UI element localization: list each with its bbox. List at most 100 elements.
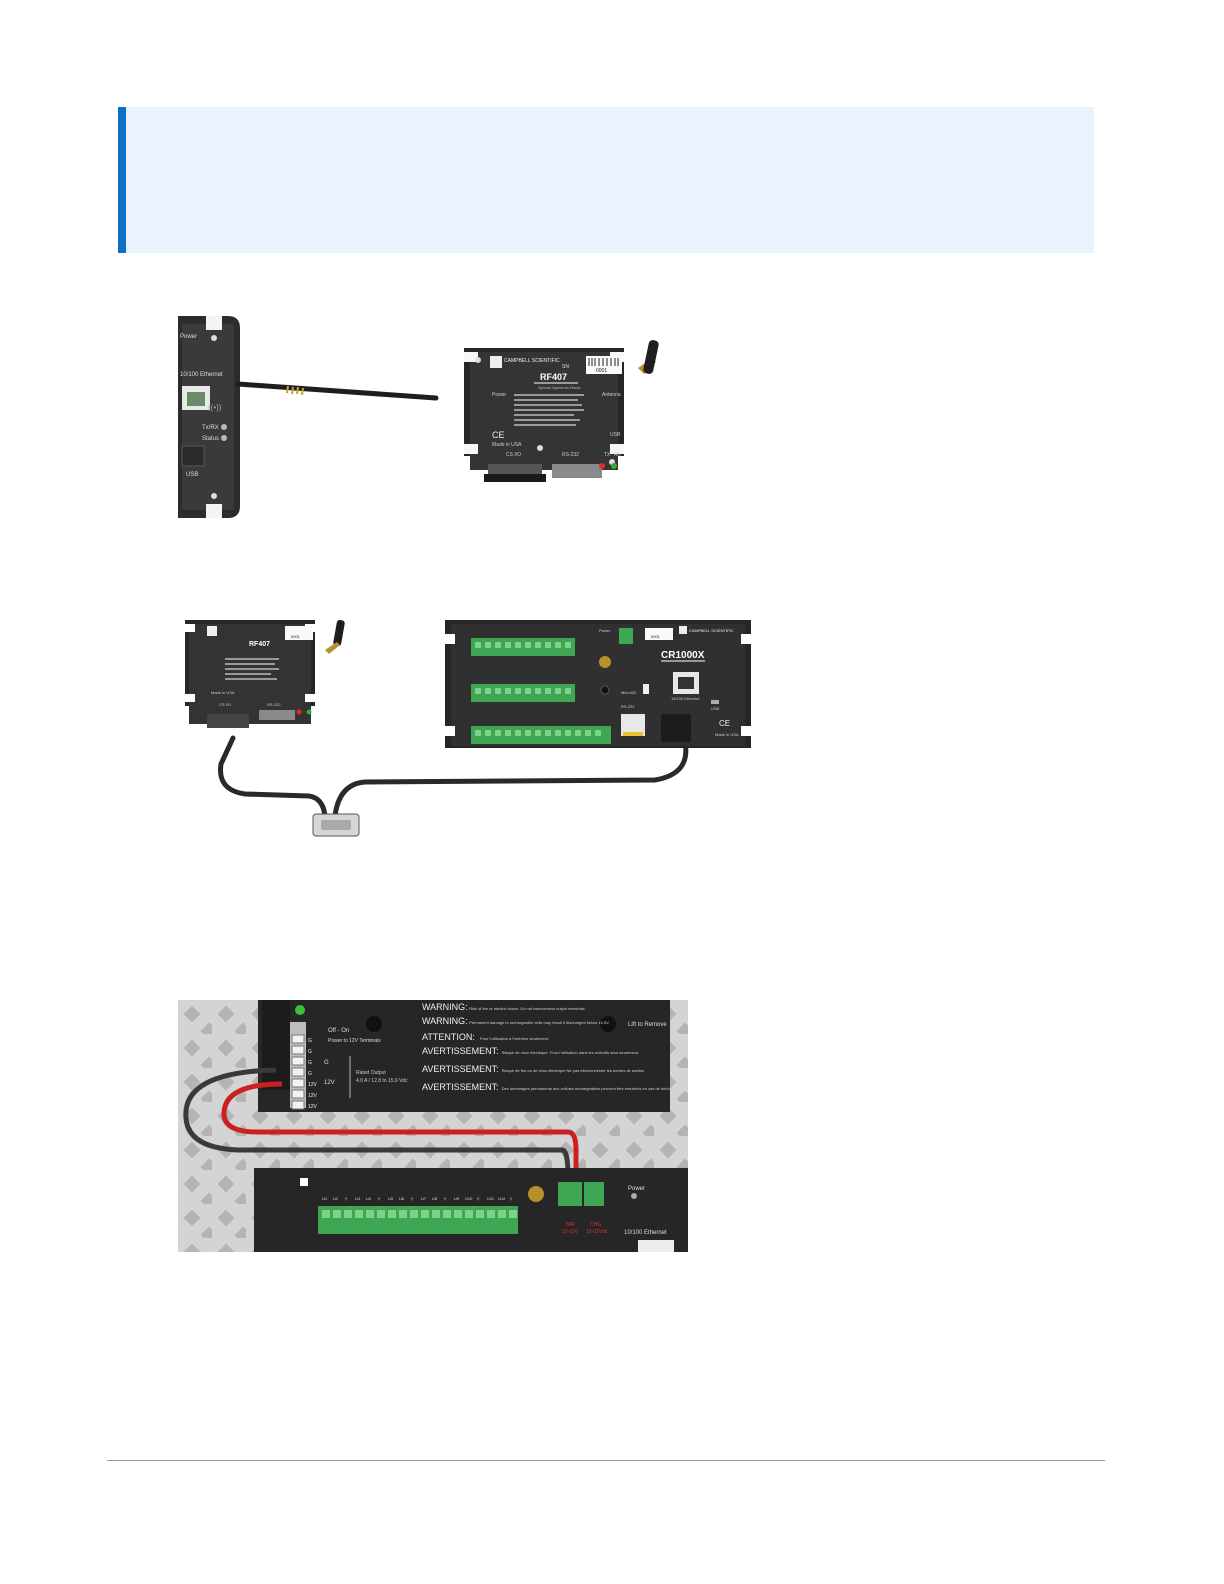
terminal-screw[interactable] bbox=[421, 1210, 429, 1218]
warning-text: Des dommages permanents aux cellules rec… bbox=[502, 1086, 688, 1091]
model-label: RF407 bbox=[249, 641, 270, 648]
y-cable bbox=[218, 735, 689, 819]
chg-voltage: 16-32Vdc bbox=[586, 1229, 608, 1235]
model-label: CR1000X bbox=[661, 650, 705, 661]
charger-terminal-screw[interactable] bbox=[291, 1089, 305, 1099]
terminal-screw[interactable] bbox=[399, 1210, 407, 1218]
terminal-screw[interactable] bbox=[410, 1210, 418, 1218]
charger-unit: Off - On Power to 12V Terminals G 12V Ra… bbox=[258, 1000, 688, 1112]
usb-label: USB bbox=[711, 706, 720, 711]
rs232-port[interactable] bbox=[259, 710, 295, 720]
csio-label: CS I/O bbox=[506, 452, 521, 458]
terminal-block-row-2[interactable] bbox=[471, 684, 575, 702]
terminal-screw[interactable] bbox=[432, 1210, 440, 1218]
terminal-label: ⏚ bbox=[377, 1195, 381, 1201]
ce-mark: CE bbox=[719, 719, 730, 728]
bat-label: BAT bbox=[566, 1222, 575, 1228]
power-label: Power bbox=[599, 628, 611, 633]
terminal-screw[interactable] bbox=[344, 1210, 352, 1218]
charger-terminal-screw[interactable] bbox=[291, 1056, 305, 1066]
figure-rf407-antenna: Power 10/100 Ethernet Tx/RX Status USB (… bbox=[178, 316, 659, 518]
terminal-screw[interactable] bbox=[498, 1210, 506, 1218]
chg-terminal[interactable] bbox=[584, 1182, 604, 1206]
serial-barcode bbox=[645, 628, 673, 640]
charge-led bbox=[295, 1005, 305, 1015]
rs232-label: RS-232 bbox=[621, 704, 635, 709]
usb-label: USB bbox=[610, 432, 621, 438]
terminal-label: ⏚ bbox=[509, 1195, 513, 1201]
terminal-label: U7 bbox=[421, 1196, 427, 1201]
terminal-screw[interactable] bbox=[388, 1210, 396, 1218]
charger-terminal-label: G bbox=[308, 1071, 312, 1077]
rs232-port[interactable] bbox=[621, 714, 645, 736]
serial-number: 0001 bbox=[651, 634, 661, 639]
terminal-label: U4 bbox=[366, 1196, 372, 1201]
charger-terminal-screw[interactable] bbox=[291, 1045, 305, 1055]
charger-terminal-screw[interactable] bbox=[291, 1067, 305, 1077]
warning-text: Risque de choc électrique. Pour l'utilis… bbox=[502, 1050, 640, 1055]
csio-plug[interactable] bbox=[661, 714, 691, 742]
txrx-led bbox=[221, 424, 227, 430]
power-terminal[interactable] bbox=[619, 628, 633, 644]
tx-led bbox=[599, 463, 605, 469]
serial-number: 0001 bbox=[596, 368, 607, 374]
charger-terminal-screw[interactable] bbox=[291, 1100, 305, 1110]
charger-terminal-label: G bbox=[308, 1060, 312, 1066]
terminal-label: U9 bbox=[454, 1196, 460, 1201]
terminal-screw[interactable] bbox=[509, 1210, 517, 1218]
charger-terminal-label: 12V bbox=[308, 1082, 318, 1088]
positive-wire bbox=[221, 1081, 579, 1194]
figure-rf407-cr1000x-cable: 0001 RF407 Made in USA CS I/O RS-232 Po bbox=[185, 619, 751, 837]
warning-heading: WARNING: bbox=[422, 1002, 468, 1012]
terminal-block-row-3[interactable] bbox=[471, 726, 611, 744]
terminal-screw[interactable] bbox=[443, 1210, 451, 1218]
footer-rule bbox=[107, 1460, 1105, 1461]
terminal-label: ⏚ bbox=[410, 1195, 414, 1201]
terminal-screw[interactable] bbox=[476, 1210, 484, 1218]
terminal-screw[interactable] bbox=[322, 1210, 330, 1218]
whip-antenna bbox=[235, 381, 439, 401]
terminal-screw[interactable] bbox=[465, 1210, 473, 1218]
charger-terminal-label: G bbox=[308, 1049, 312, 1055]
usb-label: USB bbox=[186, 472, 198, 478]
chg-label: CHG bbox=[590, 1222, 601, 1228]
power-label: Power bbox=[492, 392, 507, 398]
power-label: Power bbox=[180, 334, 197, 340]
v12-label: 12V bbox=[324, 1080, 335, 1086]
ethernet-label: 10/100 Ethernet bbox=[671, 696, 700, 701]
terminal-screw[interactable] bbox=[487, 1210, 495, 1218]
terminal-label: U3 bbox=[355, 1196, 361, 1201]
ethernet-label: 10/100 Ethernet bbox=[624, 1230, 667, 1236]
bat-terminal[interactable] bbox=[558, 1182, 582, 1206]
terminal-block-row-1[interactable] bbox=[471, 638, 575, 656]
cr1000x-datalogger: Power 0001 CAMPBELL SCIENTIFIC CR1000X M… bbox=[445, 620, 751, 748]
charger-terminal-screw[interactable] bbox=[291, 1034, 305, 1044]
terminal-label: U2 bbox=[333, 1196, 339, 1201]
fastener-left bbox=[366, 1016, 382, 1032]
terminal-screw[interactable] bbox=[377, 1210, 385, 1218]
terminal-screw[interactable] bbox=[366, 1210, 374, 1218]
power-to-label: Power to 12V Terminals bbox=[328, 1038, 381, 1044]
charger-terminal-label: 12V bbox=[308, 1104, 318, 1110]
charger-terminal-screw[interactable] bbox=[291, 1078, 305, 1088]
rs232-port[interactable] bbox=[552, 464, 602, 478]
rf407-radio: CAMPBELL SCIENTIFIC SN 0001 RF407 Spread… bbox=[464, 340, 659, 482]
ethernet-label: 10/100 Ethernet bbox=[180, 372, 223, 378]
g-label: G bbox=[324, 1060, 329, 1066]
terminal-screw[interactable] bbox=[454, 1210, 462, 1218]
bat-voltage: 10-16V bbox=[562, 1229, 579, 1235]
terminal-screw[interactable] bbox=[333, 1210, 341, 1218]
rated-output-value: 4.0 A / 12.8 to 15.9 Vdc bbox=[356, 1078, 408, 1084]
terminal-label: ⏚ bbox=[344, 1195, 348, 1201]
csio-port[interactable] bbox=[207, 714, 249, 728]
ce-mark: CE bbox=[492, 430, 505, 440]
terminal-label: U6 bbox=[399, 1196, 405, 1201]
rx-label: RX bbox=[614, 452, 622, 458]
warning-text: Risque de feu ou de choc électrique Ne p… bbox=[502, 1068, 645, 1073]
off-on-label: Off - On bbox=[328, 1028, 349, 1034]
terminal-label: U8 bbox=[432, 1196, 438, 1201]
warning-heading: AVERTISSEMENT: bbox=[422, 1064, 499, 1074]
ground-wire bbox=[183, 1067, 571, 1194]
terminal-screw[interactable] bbox=[355, 1210, 363, 1218]
